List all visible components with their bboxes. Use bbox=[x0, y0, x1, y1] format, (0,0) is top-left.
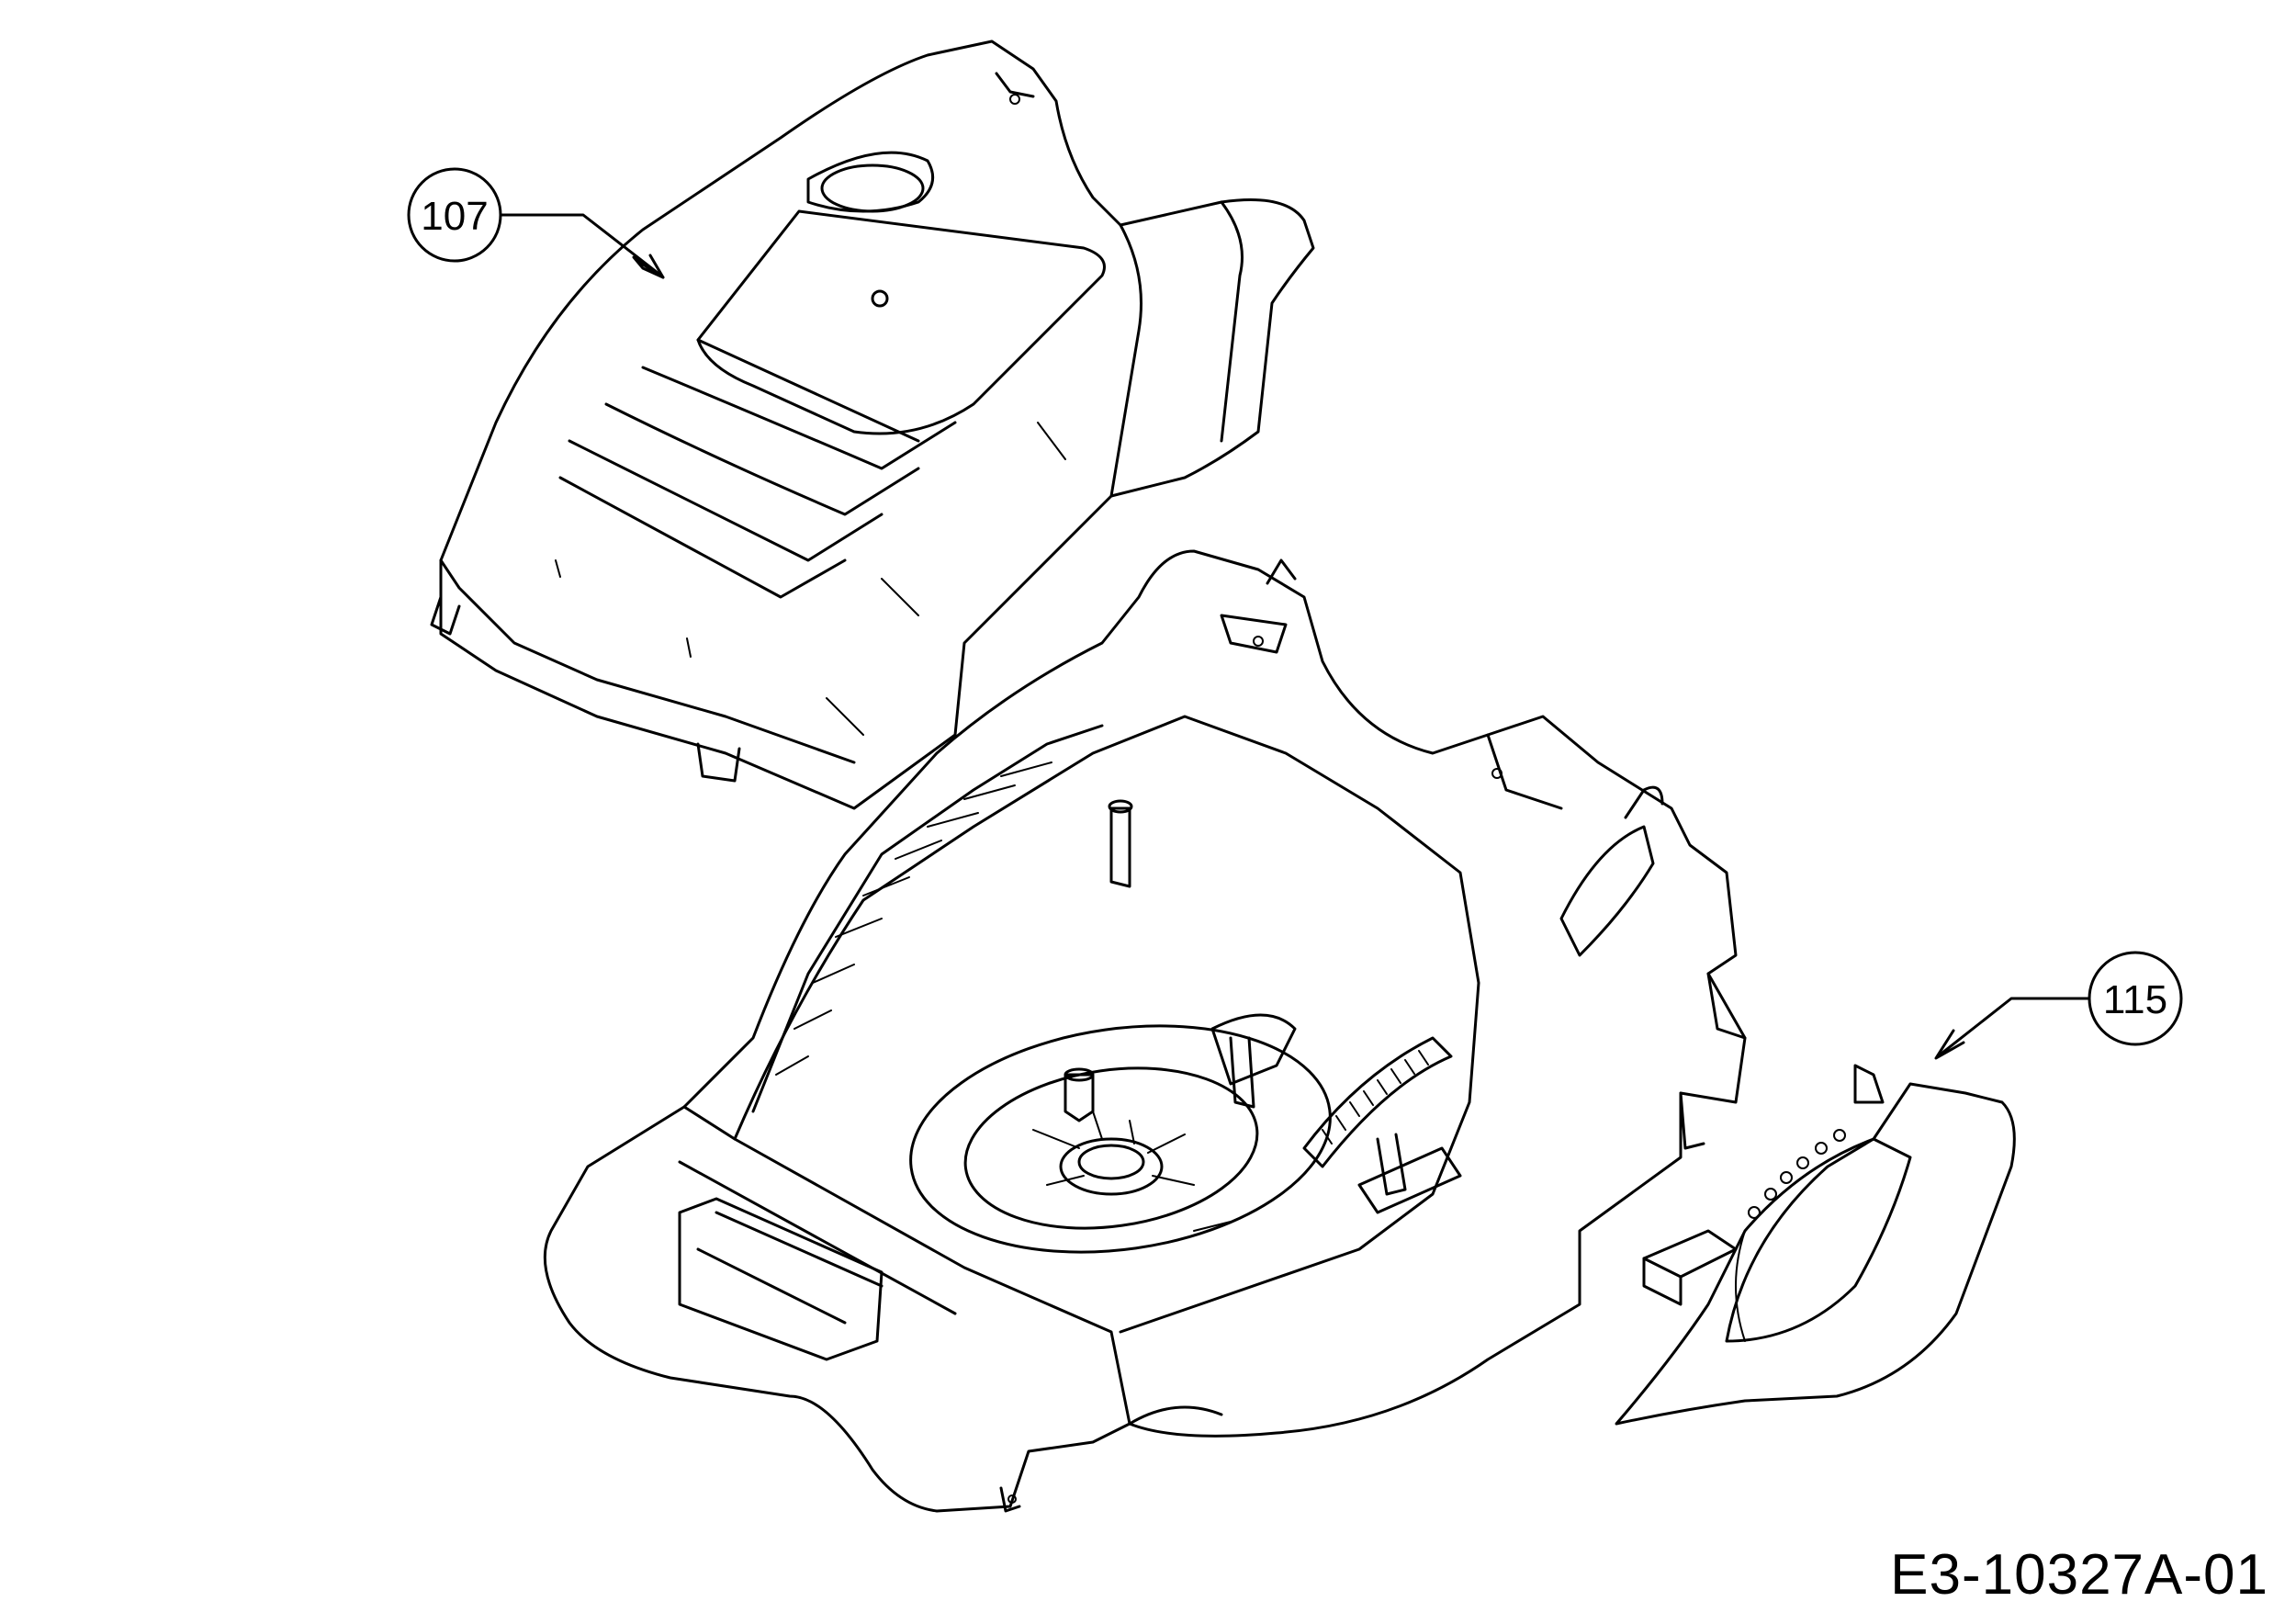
drawing-number: E3-10327A-01 bbox=[1890, 1543, 2268, 1607]
callout-label: 115 bbox=[2103, 977, 2167, 1022]
callout-115: 115 bbox=[1934, 951, 2183, 1060]
callout-107: 107 bbox=[407, 167, 665, 279]
part-115-height-cover[interactable] bbox=[1615, 1064, 2016, 1426]
part-107-top-cover[interactable] bbox=[430, 39, 1315, 810]
callout-label: 107 bbox=[421, 194, 488, 239]
mower-housing bbox=[543, 549, 1747, 1513]
